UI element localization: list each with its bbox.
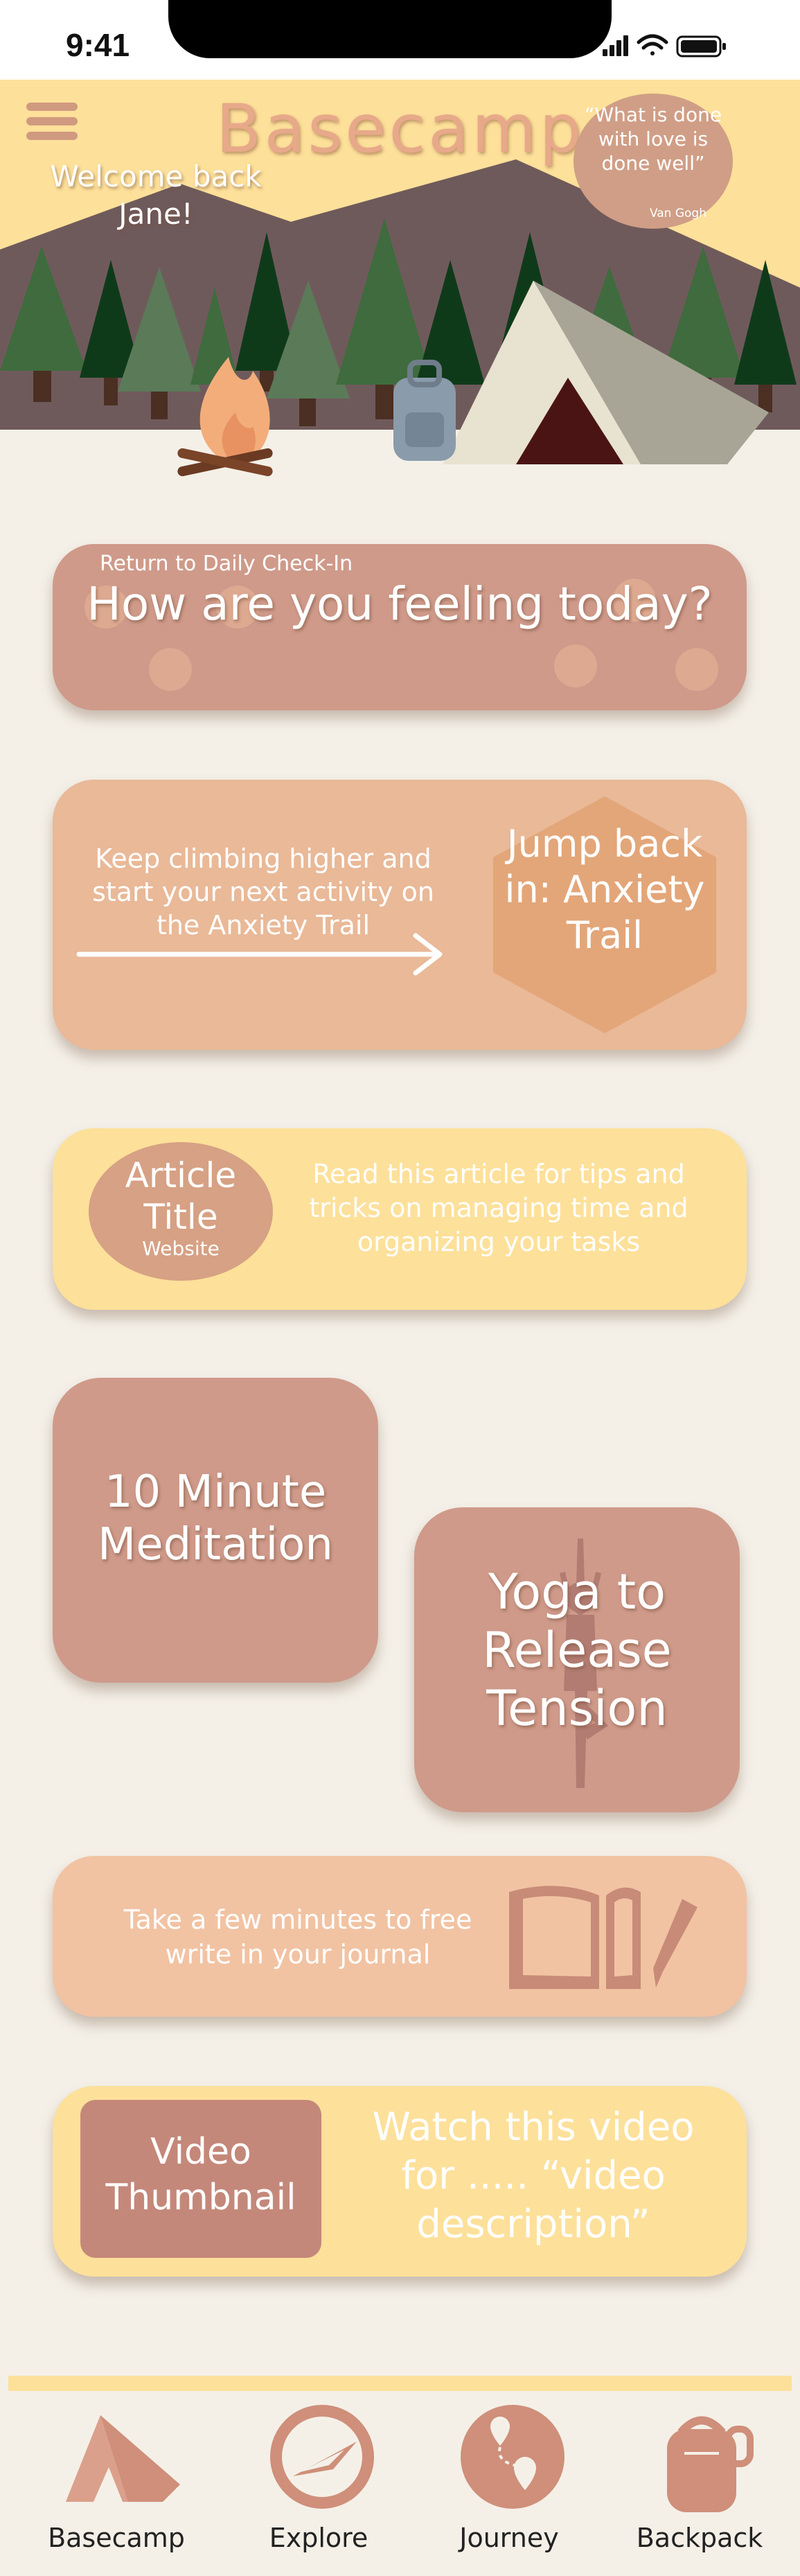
nav-label-explore: Explore	[269, 2523, 368, 2553]
quote-author: Van Gogh	[649, 207, 706, 220]
meditation-card[interactable]	[53, 1378, 378, 1683]
meditation-title: 10 Minute Meditation	[98, 1466, 333, 1570]
worried-face-icon	[613, 579, 656, 622]
happy-face-icon	[675, 648, 718, 691]
nav-label-basecamp: Basecamp	[48, 2523, 185, 2553]
tent-icon-illustration	[443, 281, 769, 464]
journal-book-icon	[509, 1886, 697, 1989]
nav-label-backpack: Backpack	[636, 2523, 763, 2553]
tent-icon	[66, 2415, 180, 2502]
jump-back-in-button[interactable]: Jump back in: Anxiety Trail	[504, 822, 705, 957]
yoga-title: Yoga to Release Tension	[482, 1563, 672, 1737]
nav-item-explore[interactable]	[235, 2398, 402, 2557]
article-description: Read this article for tips and tricks on…	[309, 1159, 688, 1257]
campsite-illustration	[0, 159, 800, 496]
welcome-message: Welcome back Jane!	[50, 159, 262, 231]
nav-item-basecamp[interactable]	[35, 2398, 201, 2557]
status-time: 9:41	[66, 27, 130, 63]
yoga-pose-icon	[560, 1539, 608, 1788]
video-thumbnail[interactable]	[80, 2100, 321, 2258]
video-thumbnail-label: Video Thumbnail	[105, 2131, 296, 2218]
app-title: Basecamp	[215, 90, 585, 168]
compass-icon	[270, 2405, 374, 2509]
anxiety-trail-text: Keep climbing higher and start your next…	[92, 843, 434, 940]
header-hero	[0, 80, 800, 496]
device-notch	[168, 0, 612, 58]
checkin-label: Return to Daily Check-In	[100, 552, 353, 576]
calm-face-icon	[554, 645, 597, 687]
nav-label-journey: Journey	[459, 2523, 559, 2553]
backpack-icon	[667, 2416, 754, 2512]
pencil-icon	[653, 1899, 697, 1988]
quote-bubble	[574, 94, 733, 229]
wifi-icon	[637, 34, 668, 55]
campfire-illustration	[177, 357, 273, 477]
article-thumbnail	[89, 1142, 273, 1281]
map-pin-icon	[461, 2405, 565, 2509]
article-title: Article Title	[125, 1155, 237, 1237]
video-description: Watch this video for ..... “video descri…	[372, 2105, 695, 2247]
hexagon-shape[interactable]	[490, 794, 719, 1036]
menu-icon[interactable]	[26, 103, 78, 147]
nav-item-backpack[interactable]	[615, 2398, 781, 2557]
sad-face-icon	[216, 586, 259, 629]
signal-icon	[603, 35, 628, 56]
quote-text: “What is done with love is done well”	[584, 103, 722, 175]
smile-face-icon	[85, 586, 127, 629]
journal-text: Take a few minutes to free write in your…	[123, 1904, 472, 1970]
backpack-illustration	[393, 360, 456, 461]
article-website: Website	[142, 1237, 220, 1260]
arrow-right-icon	[76, 933, 443, 976]
neutral-face-icon	[149, 648, 192, 691]
battery-icon	[676, 35, 726, 58]
nav-divider	[8, 2376, 792, 2391]
nav-item-journey[interactable]	[428, 2398, 594, 2557]
checkin-title: How are you feeling today?	[87, 577, 713, 631]
status-icons	[603, 34, 726, 58]
